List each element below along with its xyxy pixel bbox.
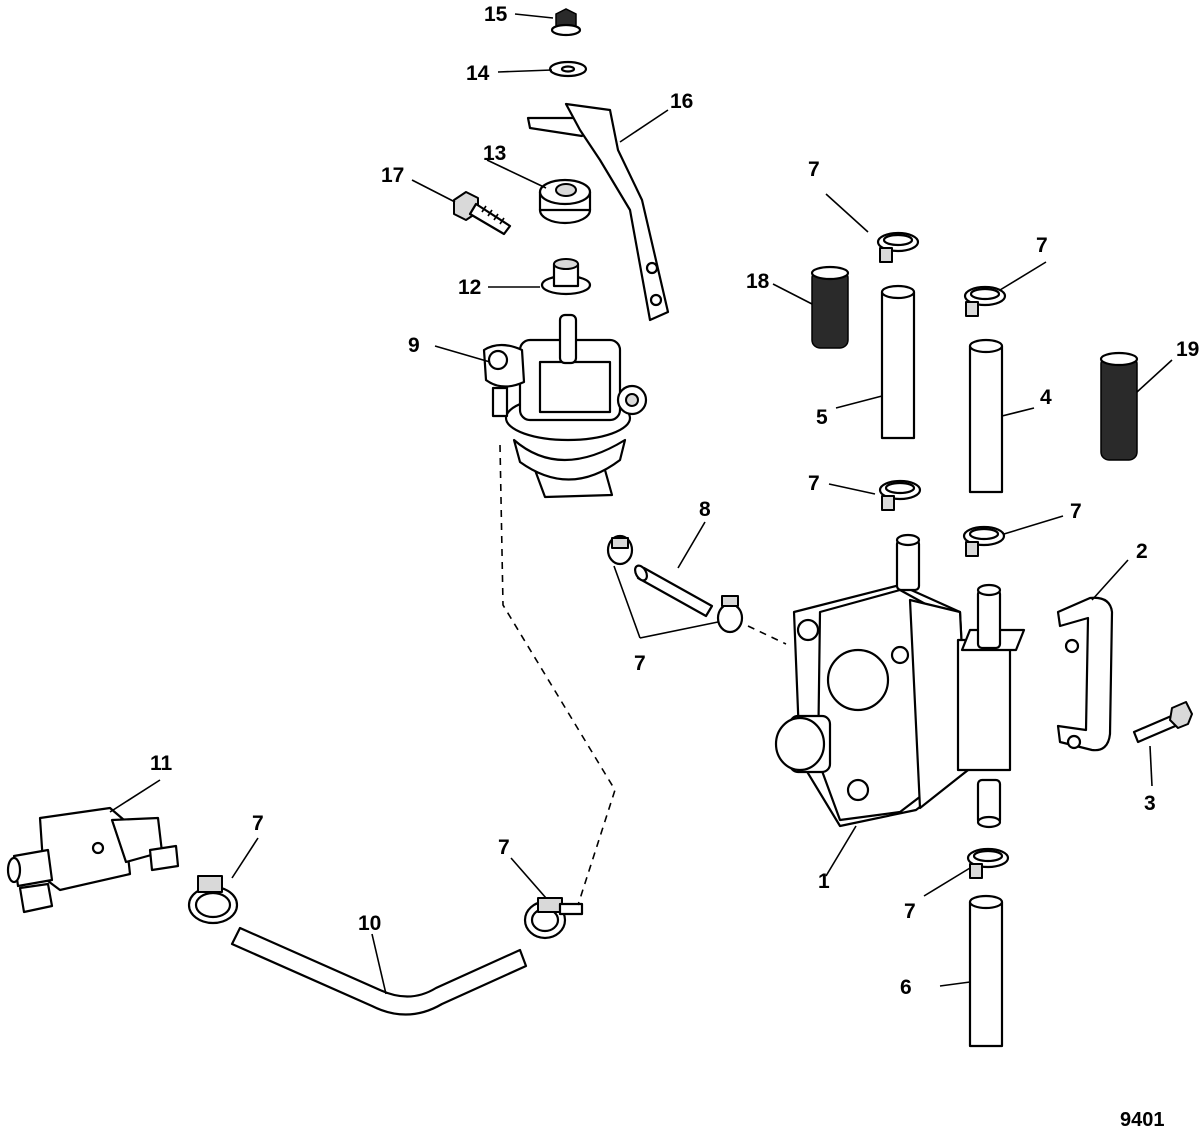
callout-1: 1 bbox=[818, 870, 830, 893]
part-1-fuel-pump bbox=[774, 533, 1026, 829]
callout-7-a: 7 bbox=[808, 158, 820, 181]
callout-8: 8 bbox=[699, 498, 711, 521]
callout-7-h: 7 bbox=[498, 836, 510, 859]
callout-7-d: 7 bbox=[1070, 500, 1082, 523]
drawing-number: 9401 bbox=[1120, 1109, 1165, 1131]
callout-5: 5 bbox=[816, 406, 828, 429]
callout-2: 2 bbox=[1136, 540, 1148, 563]
leader-lines bbox=[109, 13, 1173, 995]
part-7-clamp-f bbox=[716, 595, 744, 634]
part-3-screw bbox=[1132, 701, 1193, 744]
part-10-hose bbox=[230, 926, 528, 1016]
part-7-clamp-d bbox=[962, 525, 1006, 557]
callout-7-f: 7 bbox=[904, 900, 916, 923]
part-9-fuel-filter bbox=[482, 313, 648, 499]
callout-16: 16 bbox=[670, 90, 693, 113]
callout-19: 19 bbox=[1176, 338, 1199, 361]
callout-7-g: 7 bbox=[252, 812, 264, 835]
part-7-clamp-b bbox=[963, 285, 1007, 317]
part-17-screw bbox=[453, 191, 512, 236]
callout-7-e: 7 bbox=[634, 652, 646, 675]
part-16-bracket bbox=[526, 102, 670, 322]
part-6-hose bbox=[968, 894, 1004, 1048]
part-4-hose bbox=[968, 338, 1004, 494]
part-2-bracket bbox=[1056, 596, 1114, 752]
part-7-clamp-a bbox=[876, 231, 920, 263]
part-19-spring bbox=[1099, 351, 1139, 461]
callout-14: 14 bbox=[466, 62, 490, 85]
part-14-washer bbox=[548, 60, 588, 78]
callout-15: 15 bbox=[484, 3, 508, 26]
callout-labels: 15 14 16 13 17 12 9 7 7 18 19 5 4 7 7 2 … bbox=[150, 3, 1199, 999]
callout-12: 12 bbox=[458, 276, 481, 299]
callout-17: 17 bbox=[381, 164, 404, 187]
dashed-routing-lines bbox=[499, 444, 787, 906]
callout-7-b: 7 bbox=[1036, 234, 1048, 257]
callout-6: 6 bbox=[900, 976, 912, 999]
callout-4: 4 bbox=[1040, 386, 1052, 409]
callout-18: 18 bbox=[746, 270, 770, 293]
part-7-clamp-i bbox=[966, 847, 1010, 879]
part-7-clamp-c bbox=[878, 479, 922, 511]
callout-11: 11 bbox=[150, 752, 173, 775]
callout-7-c: 7 bbox=[808, 472, 820, 495]
part-7-clamp-e bbox=[606, 534, 634, 566]
part-7-clamp-h bbox=[523, 897, 584, 940]
part-8-hose bbox=[634, 564, 714, 618]
callout-10: 10 bbox=[358, 912, 381, 935]
callout-9: 9 bbox=[408, 334, 420, 357]
callout-3: 3 bbox=[1144, 792, 1156, 815]
part-18-spring bbox=[810, 265, 850, 349]
part-5-hose bbox=[880, 284, 916, 440]
part-15-nut bbox=[550, 8, 582, 37]
part-7-clamp-g bbox=[187, 875, 239, 925]
part-13-grommet bbox=[538, 178, 592, 225]
part-11-connector bbox=[6, 806, 180, 914]
part-12-bushing bbox=[540, 258, 592, 296]
callout-13: 13 bbox=[483, 142, 506, 165]
